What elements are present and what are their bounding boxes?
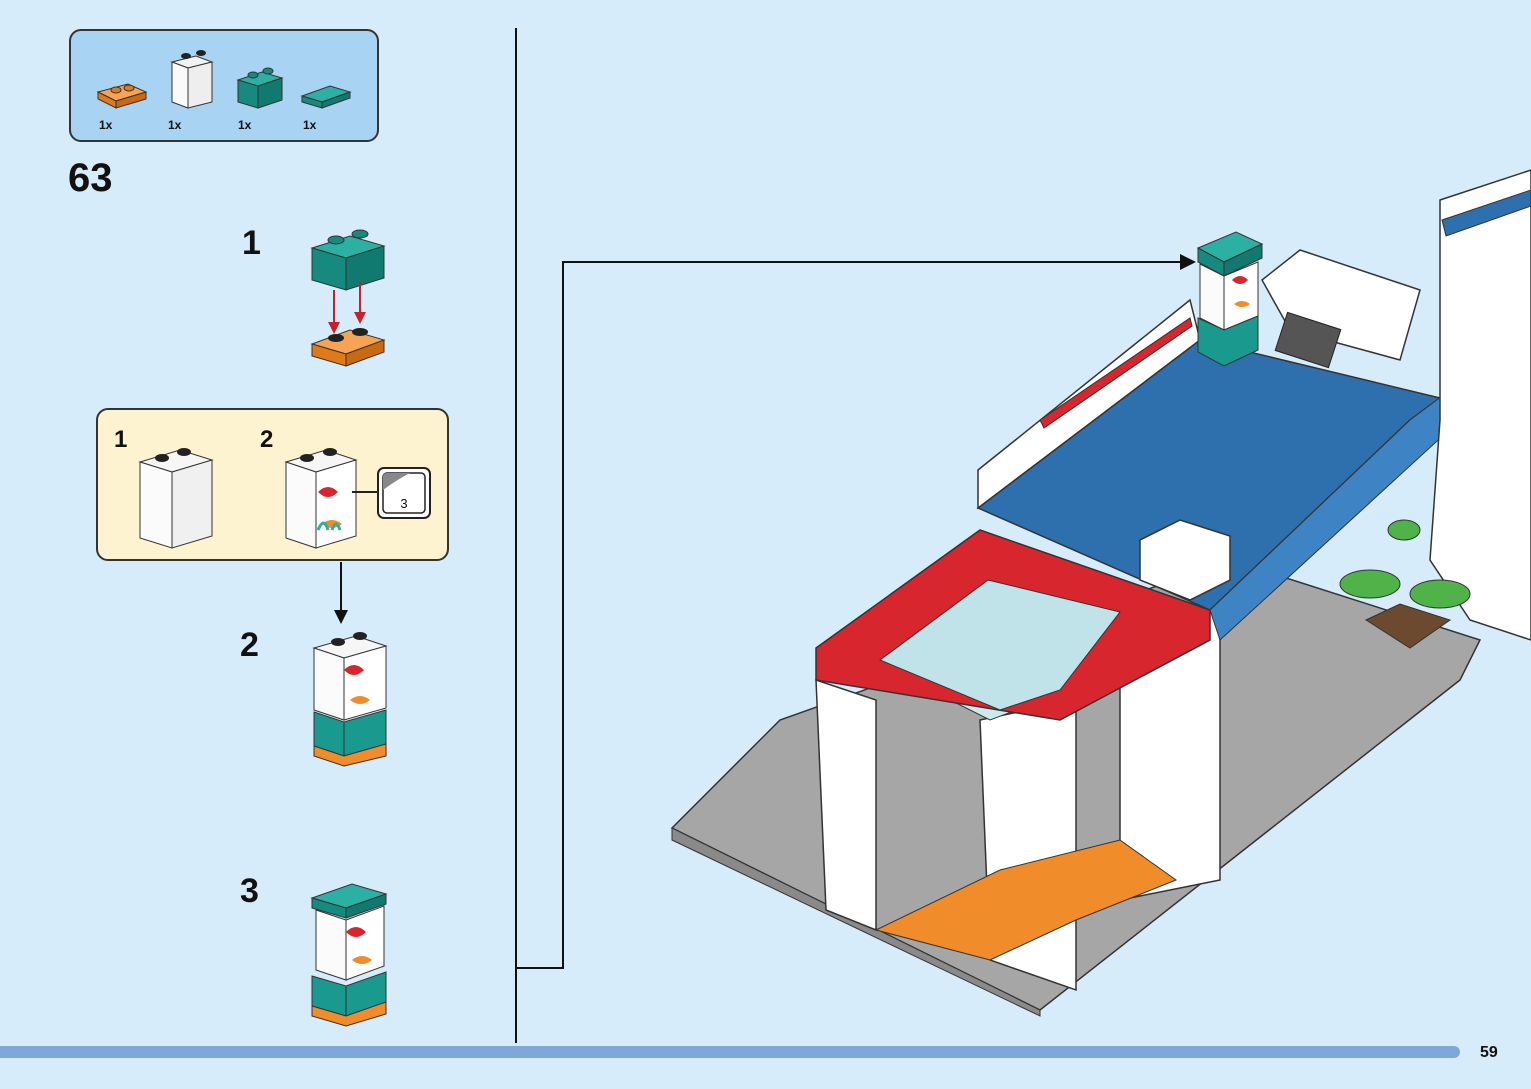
aquarium-element [1198, 232, 1262, 366]
page-number: 59 [1480, 1044, 1498, 1062]
footer-bar [0, 1046, 1460, 1058]
